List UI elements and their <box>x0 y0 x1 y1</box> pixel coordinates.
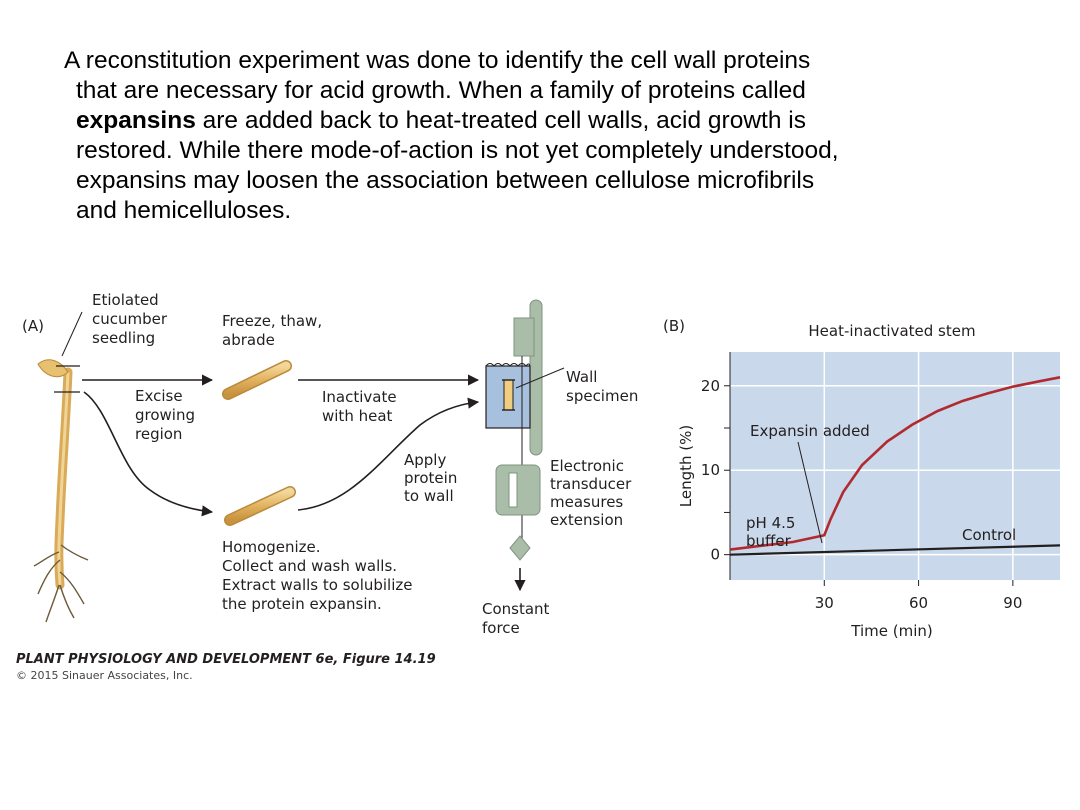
freeze-label: Freeze, thaw, <box>222 312 322 330</box>
force-label: force <box>482 619 520 637</box>
wall-pointer <box>515 367 565 389</box>
expansin-annotation: Expansin added <box>750 422 870 440</box>
expansins-term: expansins <box>76 107 196 134</box>
wall-label: Wall <box>566 368 597 386</box>
body-paragraph: A reconstitution experiment was done to … <box>64 46 1054 226</box>
inactivate-label: Inactivate <box>322 388 397 406</box>
panel-b-letter: (B) <box>663 317 685 335</box>
wall-label: specimen <box>566 387 638 405</box>
x-tick-label: 90 <box>1003 594 1022 612</box>
x-tick-label: 30 <box>815 594 834 612</box>
y-tick-label: 0 <box>710 546 720 564</box>
homogenize-label: the protein expansin. <box>222 595 382 613</box>
paragraph-line: A reconstitution experiment was done to … <box>64 47 811 74</box>
extensometer-apparatus <box>485 299 543 592</box>
apply-label: Apply <box>404 451 446 469</box>
excise-label: Excise <box>135 387 183 405</box>
paragraph-line: and hemicelluloses. <box>76 197 292 224</box>
buffer-annotation: pH 4.5 <box>746 514 795 532</box>
gridlines <box>730 352 1060 580</box>
y-axis-label: Length (%) <box>677 425 695 507</box>
expansin-pointer <box>797 441 823 544</box>
force-label: Constant <box>482 600 550 618</box>
paragraph-line: expansins are added back to heat-treated… <box>64 106 1054 136</box>
apply-arrow <box>297 397 480 511</box>
inactivate-label: with heat <box>322 407 393 425</box>
apply-label: to wall <box>404 487 454 505</box>
transducer-label: Electronic <box>550 457 624 475</box>
transducer-label: transducer <box>550 475 632 493</box>
transducer-label: measures <box>550 493 623 511</box>
stem-segment-icon <box>224 486 296 526</box>
series-line-expansin <box>729 376 1061 551</box>
paragraph-line-rest: are added back to heat-treated cell wall… <box>195 107 806 134</box>
seedling-label: cucumber <box>92 310 168 328</box>
ticks: 0 10 20 30 60 90 <box>701 377 1022 612</box>
homogenize-label: Homogenize. <box>222 538 321 556</box>
x-axis-label: Time (min) <box>850 622 932 640</box>
cucumber-seedling-icon <box>33 359 89 623</box>
freeze-label: abrade <box>222 331 275 349</box>
control-annotation: Control <box>962 526 1016 544</box>
figure-caption-copyright: © 2015 Sinauer Associates, Inc. <box>16 669 193 682</box>
buffer-annotation: buffer <box>746 532 792 550</box>
seedling-label: seedling <box>92 329 155 347</box>
panel-a-diagram: (A) Etiolated cucumber seedling Freeze, … <box>22 291 638 637</box>
chart-title: Heat-inactivated stem <box>808 322 975 340</box>
figure-caption-title: PLANT PHYSIOLOGY AND DEVELOPMENT 6e, Fig… <box>16 652 436 667</box>
seedling-label: Etiolated <box>92 291 159 309</box>
paragraph-line: that are necessary for acid growth. When… <box>76 77 806 104</box>
series-line-control <box>729 544 1061 556</box>
homogenize-arrow <box>83 391 214 517</box>
y-tick-label: 10 <box>701 461 720 479</box>
paragraph-line: restored. While there mode-of-action is … <box>76 137 839 164</box>
x-tick-label: 60 <box>909 594 928 612</box>
excise-label: region <box>135 425 182 443</box>
transducer-label: extension <box>550 511 623 529</box>
panel-b-chart: (B) Heat-inactivated stem 0 10 20 30 60 90 Ti… <box>663 317 1061 640</box>
apply-label: protein <box>404 469 457 487</box>
homogenize-label: Extract walls to solubilize <box>222 576 413 594</box>
y-tick-label: 20 <box>701 377 720 395</box>
panel-a-letter: (A) <box>22 317 44 335</box>
homogenize-label: Collect and wash walls. <box>222 557 397 575</box>
paragraph-line: expansins may loosen the association bet… <box>76 167 815 194</box>
excise-label: growing <box>135 406 195 424</box>
stem-segment-icon <box>222 360 292 400</box>
seedling-pointer <box>61 311 83 357</box>
